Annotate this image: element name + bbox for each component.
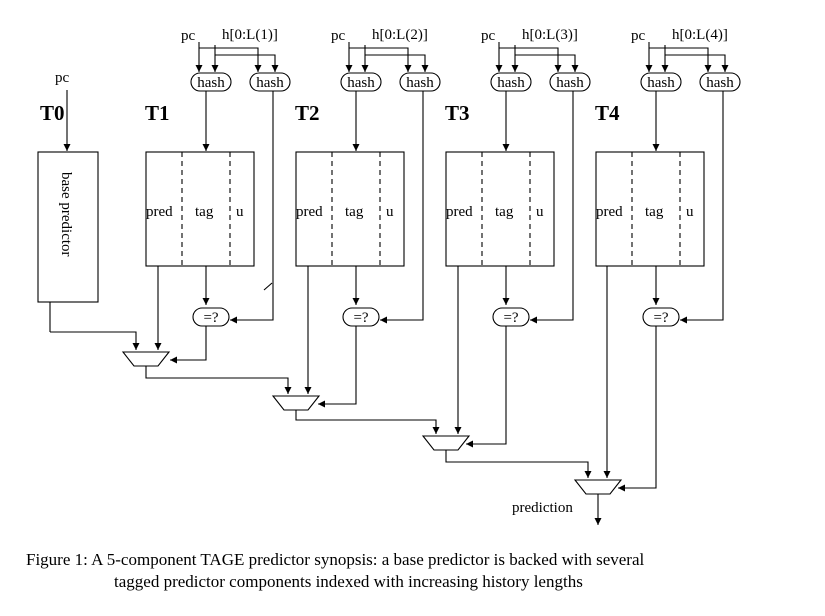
t3-compare-label: =?	[503, 310, 518, 326]
t1-hash-tag-label: hash	[256, 75, 284, 91]
t4-hash-index	[640, 72, 682, 92]
t2-hash-index	[340, 72, 382, 92]
t3-pred-field: pred	[446, 204, 473, 220]
t2-hash-tag	[399, 72, 441, 92]
t1-component: T1 pc h[0:L(1)] hash hash pred tag u =?	[145, 27, 291, 327]
t3-hash-index	[490, 72, 532, 92]
t4-title: T4	[595, 101, 620, 125]
t0-title: T0	[40, 101, 65, 125]
t0-pc-label: pc	[55, 70, 70, 86]
t2-component: T2 pc h[0:L(2)] hash hash pred tag u =?	[295, 27, 441, 327]
t4-hash-tag	[699, 72, 741, 92]
t0-component: T0 pc base predictor	[37, 70, 99, 303]
t3-history-label: h[0:L(3)]	[522, 27, 578, 43]
t4-compare	[642, 307, 680, 327]
t1-hash-tag	[249, 72, 291, 92]
mux-4	[573, 479, 623, 495]
t2-pc-label: pc	[331, 28, 346, 44]
base-predictor-box	[37, 151, 99, 303]
t1-compare	[192, 307, 230, 327]
t2-u-field: u	[386, 204, 394, 220]
t3-u-field: u	[536, 204, 544, 220]
t3-title: T3	[445, 101, 470, 125]
t2-history-label: h[0:L(2)]	[372, 27, 428, 43]
caption-line-1: Figure 1: A 5-component TAGE predictor s…	[26, 550, 645, 569]
t4-u-field: u	[686, 204, 694, 220]
t4-component: T4 pc h[0:L(4)] hash hash pred tag u =?	[595, 27, 741, 327]
t1-pc-label: pc	[181, 28, 196, 44]
t3-pc-label: pc	[481, 28, 496, 44]
t4-hash-tag-label: hash	[706, 75, 734, 91]
t3-hash-tag	[549, 72, 591, 92]
base-predictor-label: base predictor	[58, 172, 74, 257]
t2-compare-label: =?	[353, 310, 368, 326]
t2-title: T2	[295, 101, 320, 125]
t2-tag-field: tag	[345, 204, 364, 220]
t3-hash-index-label: hash	[497, 75, 525, 91]
t2-hash-tag-label: hash	[406, 75, 434, 91]
t4-table	[595, 151, 705, 267]
t2-compare	[342, 307, 380, 327]
t3-component: T3 pc h[0:L(3)] hash hash pred tag u =?	[445, 27, 591, 327]
figure-caption: Figure 1: A 5-component TAGE predictor s…	[26, 549, 806, 593]
t1-u-field: u	[236, 204, 244, 220]
t4-tag-field: tag	[645, 204, 664, 220]
t1-table	[145, 151, 255, 267]
t4-pred-field: pred	[596, 204, 623, 220]
t3-compare	[492, 307, 530, 327]
t4-hash-index-label: hash	[647, 75, 675, 91]
t4-compare-label: =?	[653, 310, 668, 326]
mux-1	[121, 351, 171, 367]
t1-tag-field: tag	[195, 204, 214, 220]
prediction-label: prediction	[512, 500, 573, 516]
t1-hash-index	[190, 72, 232, 92]
mux-3	[421, 435, 471, 451]
t3-table	[445, 151, 555, 267]
t3-hash-tag-label: hash	[556, 75, 584, 91]
t2-hash-index-label: hash	[347, 75, 375, 91]
t1-compare-label: =?	[203, 310, 218, 326]
t2-pred-field: pred	[296, 204, 323, 220]
caption-line-2: tagged predictor components indexed with…	[114, 572, 583, 591]
t4-history-label: h[0:L(4)]	[672, 27, 728, 43]
t1-history-label: h[0:L(1)]	[222, 27, 278, 43]
t1-pred-field: pred	[146, 204, 173, 220]
t3-tag-field: tag	[495, 204, 514, 220]
mux-2	[271, 395, 321, 411]
t4-pc-label: pc	[631, 28, 646, 44]
t1-title: T1	[145, 101, 170, 125]
t1-hash-index-label: hash	[197, 75, 225, 91]
t2-table	[295, 151, 405, 267]
tage-diagram: T0 pc base predictor T1 pc h[0:L(1)] hash ha…	[37, 27, 741, 525]
